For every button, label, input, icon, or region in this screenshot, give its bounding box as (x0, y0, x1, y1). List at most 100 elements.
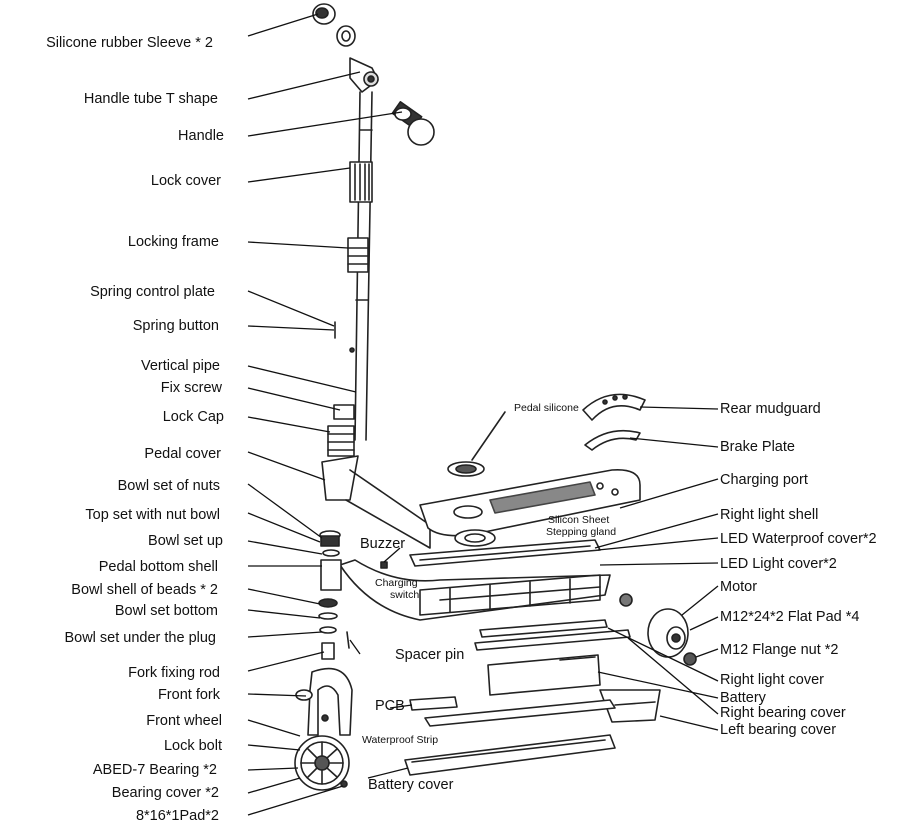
label-front-wheel: Front wheel (146, 713, 222, 729)
leader-line (247, 290, 335, 327)
label-abed-bearing: ABED-7 Bearing *2 (92, 762, 217, 778)
leader-line (639, 406, 719, 410)
label-lock-cap: Lock Cap (162, 409, 224, 425)
label-spring-button: Spring button (132, 318, 219, 334)
leader-line (247, 744, 301, 751)
label-right-light-shell: Right light shell (720, 507, 819, 523)
leader-line (247, 71, 361, 100)
handle-part (391, 101, 435, 146)
label-bowl-set-under-plug: Bowl set under the plug (64, 630, 216, 646)
label-left-bearing-cover: Left bearing cover (720, 722, 837, 738)
leader-line (599, 562, 719, 566)
leader-line (247, 13, 319, 37)
leader-line (247, 365, 357, 393)
leader-line (597, 537, 719, 551)
label-top-set-nut-bowl: Top set with nut bowl (85, 507, 220, 523)
label-led-waterproof-cover: LED Waterproof cover*2 (720, 531, 877, 547)
lock-cover-part (349, 161, 373, 203)
leader-line (247, 767, 299, 771)
leader-line (247, 325, 335, 331)
leader-line (247, 483, 323, 539)
label-battery-cover: Battery cover (368, 777, 454, 793)
leader-line (695, 648, 719, 658)
leader-line (247, 512, 321, 543)
pedal-silicone-part (447, 411, 506, 477)
battery-part (487, 654, 601, 696)
leader-line (349, 639, 361, 655)
rear-mudguard-part (582, 393, 646, 421)
silicon-sheet-part (454, 529, 496, 547)
label-charging: Charging (375, 577, 418, 589)
leader-line (247, 387, 341, 411)
leader-line (247, 609, 321, 619)
front-fork-part (295, 667, 353, 736)
label-led-light-cover: LED Light cover*2 (720, 556, 837, 572)
label-handle: Handle (178, 128, 224, 144)
label-silicone-sleeve: Silicone rubber Sleeve * 2 (46, 35, 213, 51)
waterproof-strip-part (424, 699, 616, 727)
label-lock-bolt: Lock bolt (163, 738, 222, 754)
leader-line (607, 627, 719, 682)
t-tube-part (349, 57, 379, 93)
head-tube-part (321, 455, 431, 549)
label-right-light-cover: Right light cover (720, 672, 824, 688)
label-right-bearing-cover: Right bearing cover (720, 705, 846, 721)
label-flange-nut: M12 Flange nut *2 (720, 642, 839, 658)
leader-line (247, 785, 344, 816)
label-front-fork: Front fork (157, 687, 220, 703)
leader-line (367, 767, 409, 779)
brake-plate-part (584, 429, 641, 451)
light-cover-strips (474, 619, 631, 651)
label-bowl-set-bottom: Bowl set bottom (114, 603, 218, 619)
bearing-cover-parts (599, 689, 661, 723)
label-bearing-cover: Bearing cover *2 (111, 785, 219, 801)
leader-line (619, 478, 719, 509)
label-rear-mudguard: Rear mudguard (720, 401, 821, 417)
label-vertical-pipe: Vertical pipe (141, 358, 220, 374)
label-silicon-sheet: Silicon Sheet (548, 514, 610, 526)
leader-line (247, 540, 323, 555)
leader-line (247, 111, 403, 137)
label-switch: switch (390, 589, 420, 601)
label-spring-control-plate: Spring control plate (90, 284, 215, 300)
label-pedal-cover: Pedal cover (144, 446, 221, 462)
label-battery: Battery (720, 690, 766, 706)
bowl-set-parts (318, 530, 388, 660)
label-brake-plate: Brake Plate (720, 439, 795, 455)
label-spacer-pin: Spacer pin (395, 647, 465, 663)
label-bowl-set-up: Bowl set up (148, 533, 223, 549)
leader-line (247, 651, 325, 672)
leader-line (627, 637, 719, 715)
leader-line (247, 693, 307, 697)
label-pedal-silicone: Pedal silicone (514, 402, 579, 414)
leader-line (247, 241, 349, 249)
label-motor: Motor (720, 579, 758, 595)
battery-cover-part (404, 734, 616, 776)
leader-line (594, 513, 719, 549)
leader-line (659, 715, 719, 731)
leader-line (247, 167, 351, 183)
leader-line (629, 437, 719, 448)
label-locking-frame: Locking frame (127, 234, 219, 250)
leader-line (389, 704, 413, 709)
label-charging-port: Charging port (720, 472, 808, 488)
leader-line (247, 777, 301, 794)
label-stepping-gland: Stepping gland (546, 526, 617, 538)
label-waterproof-strip: Waterproof Strip (362, 734, 439, 746)
motor-part (619, 593, 697, 666)
label-fix-screw: Fix screw (160, 380, 222, 396)
label-handle-tube: Handle tube T shape (83, 91, 218, 107)
leader-line (681, 585, 719, 616)
label-lock-cover: Lock cover (150, 173, 221, 189)
locking-frame-part (347, 237, 369, 273)
pcb-part (409, 696, 458, 711)
leader-line (247, 416, 331, 433)
leader-line (247, 631, 323, 638)
leader-line (247, 588, 321, 605)
pedal-bottom-shell-part (339, 559, 611, 621)
pedal-cover-part (419, 468, 641, 537)
leader-line (383, 547, 401, 563)
leader-line (247, 451, 326, 481)
